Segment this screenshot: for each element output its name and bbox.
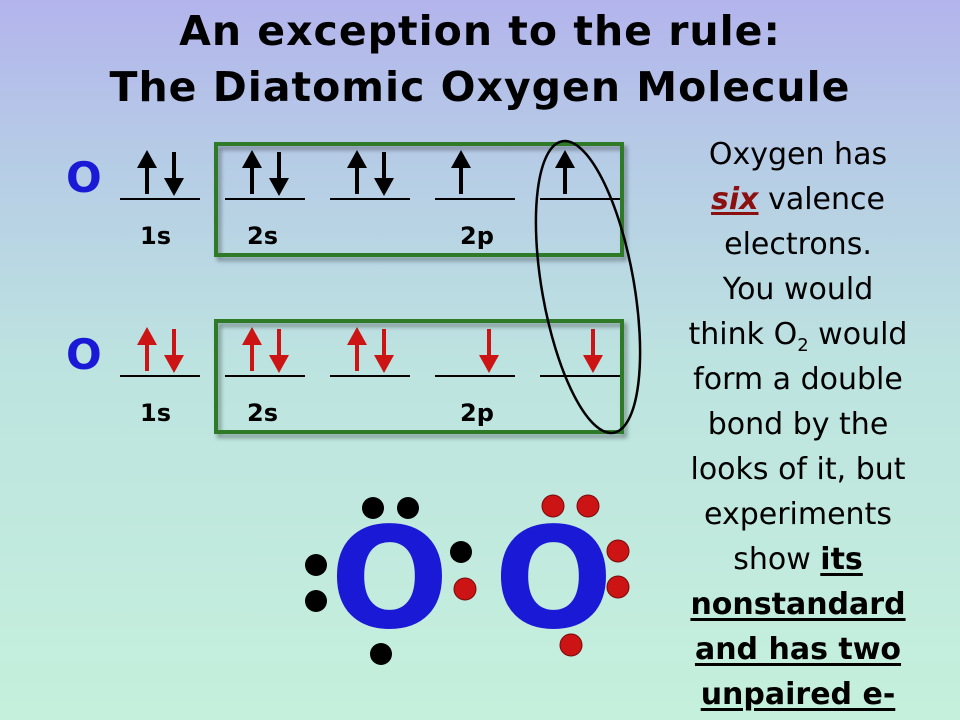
title-line-1: An exception to the rule: xyxy=(179,7,781,55)
orbital-label-2s: 2s xyxy=(247,399,278,427)
molecule-electron-arrows xyxy=(137,327,603,373)
text-line: six valence xyxy=(663,177,933,222)
lewis-dots-black xyxy=(305,497,472,665)
emphasis-text: its xyxy=(820,542,863,577)
electron-dot xyxy=(370,643,392,665)
electron-dot xyxy=(606,539,630,563)
text-line: think O2 would xyxy=(663,312,933,357)
emphasis-line: and has two xyxy=(694,632,902,667)
text-line: show its xyxy=(663,537,933,582)
text-line: looks of it, but xyxy=(690,452,906,487)
arrow-up-icon xyxy=(242,327,262,371)
text-line: Oxygen has xyxy=(708,137,888,172)
element-symbol-atom: O xyxy=(66,153,102,202)
orbital-label-1s: 1s xyxy=(140,399,171,427)
arrow-up-icon xyxy=(137,327,157,371)
element-symbol-molecule: O xyxy=(66,330,102,379)
valence-box-atom xyxy=(214,142,624,257)
lewis-atom-right: O xyxy=(494,498,614,661)
atom-electron-arrows xyxy=(137,150,575,196)
text-line: experiments xyxy=(704,497,892,532)
valence-box-molecule xyxy=(214,319,624,434)
electron-dot xyxy=(541,494,565,518)
arrow-down-icon xyxy=(269,329,289,373)
electron-dot xyxy=(576,494,600,518)
text-fragment: show xyxy=(733,542,821,577)
text-fragment: valence xyxy=(758,182,885,217)
lewis-atom-left: O xyxy=(330,498,450,661)
orbital-label-2p: 2p xyxy=(460,399,494,427)
title-line-2: The Diatomic Oxygen Molecule xyxy=(109,63,851,111)
orbital-label-2p: 2p xyxy=(460,222,494,250)
arrow-down-icon xyxy=(164,152,184,196)
text-fragment: would xyxy=(808,317,908,352)
arrow-up-icon xyxy=(347,327,367,371)
text-line: electrons. xyxy=(724,227,872,262)
electron-dot xyxy=(450,541,472,563)
orbital-label-2s: 2s xyxy=(247,222,278,250)
arrow-down-icon xyxy=(479,329,499,373)
arrow-down-icon xyxy=(374,329,394,373)
text-fragment: think O xyxy=(688,317,798,352)
emphasis-line: nonstandard xyxy=(690,587,906,622)
highlight-ellipse xyxy=(534,139,642,435)
lewis-dots-red xyxy=(453,494,630,657)
electron-dot xyxy=(362,497,384,519)
arrow-up-icon xyxy=(451,150,471,194)
text-line: form a double xyxy=(693,362,903,397)
text-line: You would xyxy=(722,272,874,307)
orbital-label-1s: 1s xyxy=(140,222,171,250)
emphasis-line: unpaired e- xyxy=(700,677,896,712)
arrow-up-icon xyxy=(137,150,157,194)
arrow-down-icon xyxy=(269,152,289,196)
explanation-text: Oxygen has six valence electrons. You wo… xyxy=(663,132,933,717)
arrow-down-icon xyxy=(374,152,394,196)
electron-dot xyxy=(453,577,477,601)
text-line: bond by the xyxy=(707,407,889,442)
arrow-down-icon xyxy=(164,329,184,373)
arrow-up-icon xyxy=(347,150,367,194)
electron-dot xyxy=(305,590,327,612)
electron-dot xyxy=(606,575,630,599)
electron-dot xyxy=(305,554,327,576)
emphasis-six: six xyxy=(711,182,759,217)
subscript: 2 xyxy=(797,335,809,356)
electron-dot xyxy=(559,633,583,657)
arrow-up-icon xyxy=(555,150,575,194)
arrow-up-icon xyxy=(242,150,262,194)
electron-dot xyxy=(397,497,419,519)
arrow-down-icon xyxy=(583,329,603,373)
